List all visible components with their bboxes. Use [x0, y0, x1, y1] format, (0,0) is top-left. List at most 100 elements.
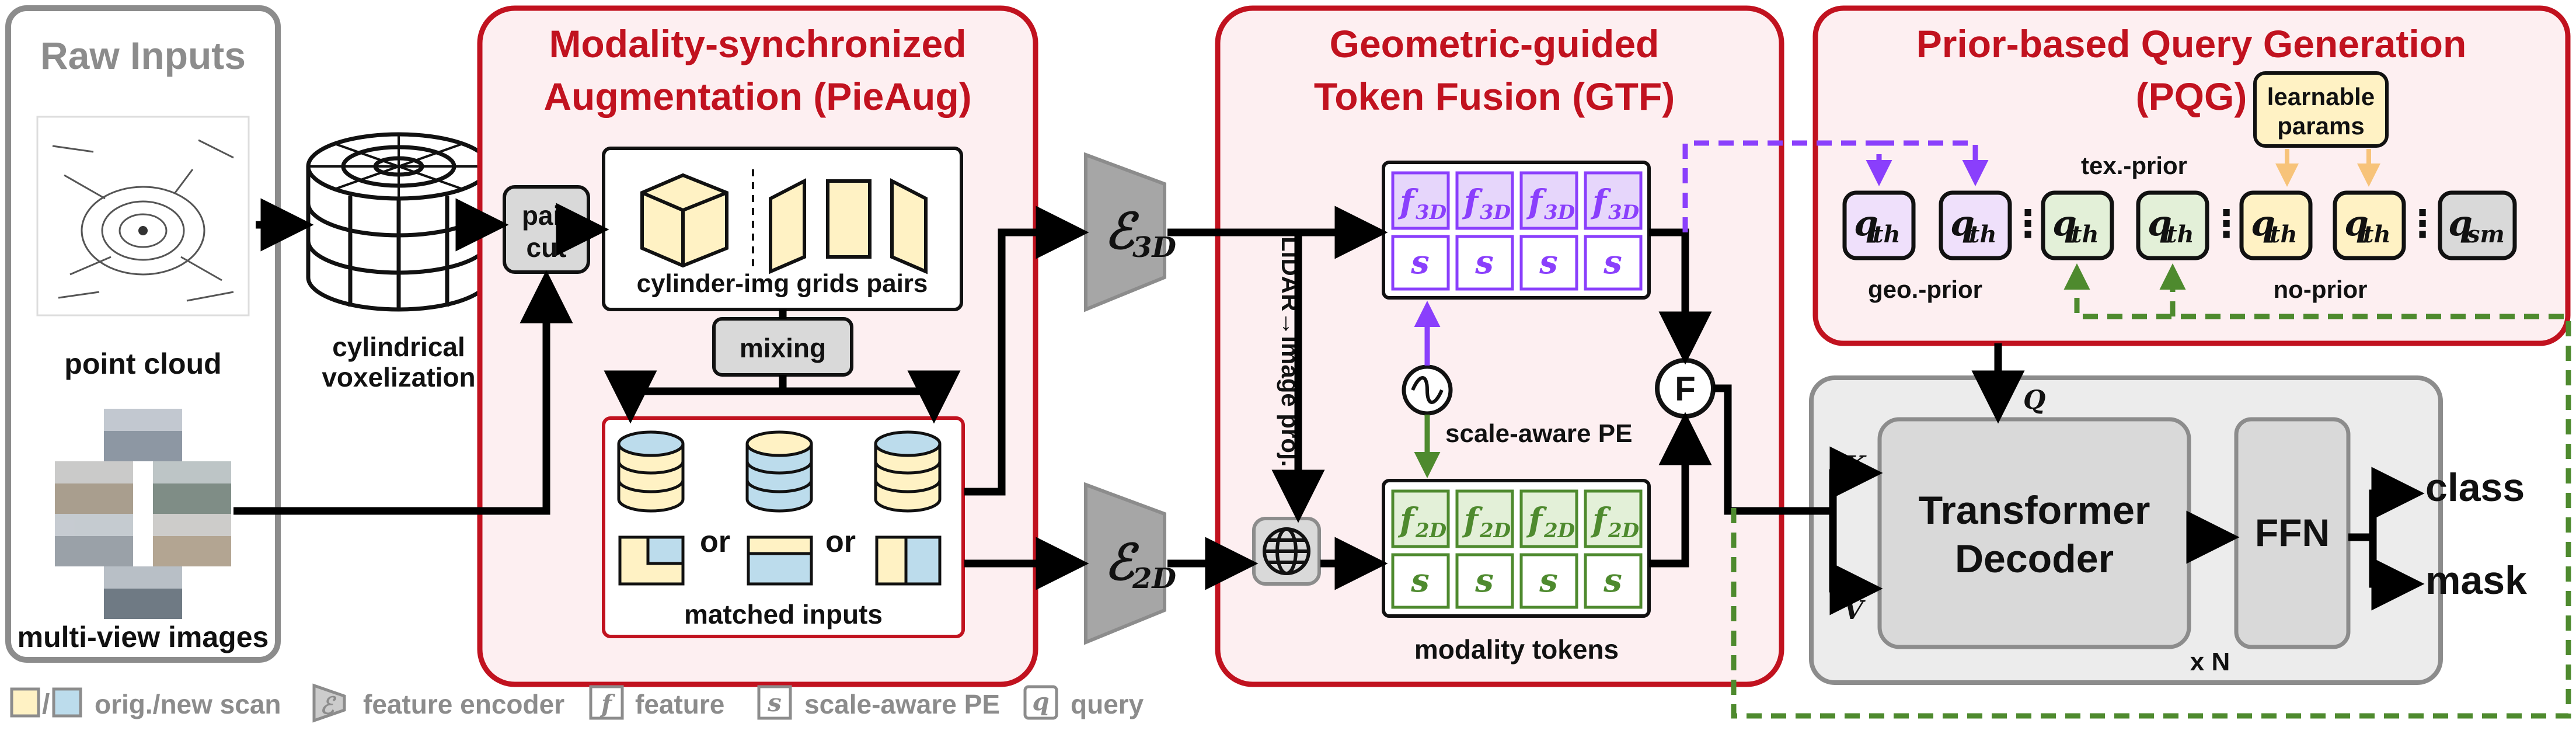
f2d-token-2-sub: 2D — [1479, 519, 1511, 542]
pqg-title-line2: (PQG) — [2136, 75, 2247, 118]
image-grid-pairs-icon — [769, 178, 928, 274]
pqg-panel: Prior-based Query Generation (PQG) learn… — [1812, 5, 2571, 346]
s-token-2d-3: s — [1539, 561, 1558, 600]
query-sm: q — [2448, 203, 2473, 244]
arrow-to-mask — [2369, 537, 2425, 611]
arrow-to-encoder-3d — [964, 206, 1089, 496]
gtf-panel: Geometric-guided Token Fusion (GTF) f 3D… — [1215, 5, 1784, 687]
point-cloud-image — [36, 116, 250, 316]
matched-option-2 — [745, 430, 813, 586]
geo-prior-dashed-link-2 — [1879, 140, 1989, 186]
cylindrical-voxel-icon — [306, 132, 492, 312]
query-geo-1-sub: th — [1873, 221, 1901, 248]
encoder-2d-symbol: ℰ — [1104, 533, 1139, 591]
mask-output-label: mask — [2425, 558, 2527, 603]
q-input-label: Q — [2023, 385, 2045, 415]
query-no-1: q — [2251, 203, 2275, 244]
query-tex-1-sub: th — [2071, 221, 2099, 248]
no-prior-queries: q th q th — [2239, 190, 2406, 260]
arrow-fusion-to-k — [1713, 384, 1883, 515]
dots-1: ⋮ — [2009, 203, 2047, 245]
encoder-2d-subscript: 2D — [1132, 562, 1176, 595]
tex-prior-label: tex.-prior — [2081, 152, 2187, 179]
f3d-token-4-sub: 3D — [1608, 201, 1640, 224]
geo-prior-queries: q th q th — [1842, 190, 2012, 260]
legend-pe-symbol: s — [767, 688, 782, 717]
arrow-to-class — [2348, 467, 2425, 541]
raw-inputs-title: Raw Inputs — [40, 34, 246, 77]
s-tokens-3d: s s s s — [1391, 235, 1643, 291]
f2d-token-1-sub: 2D — [1415, 519, 1447, 542]
query-no-1-sub: th — [2270, 221, 2298, 248]
grid-pairs-label: cylinder-img grids pairs — [637, 269, 928, 298]
transformer-decoder-box — [1877, 417, 2191, 649]
s-token-3d-3: s — [1539, 243, 1558, 281]
pair-cut-label-line1: pair — [522, 200, 571, 231]
tex-prior-queries: q th q th — [2041, 190, 2209, 260]
pieaug-title-line2: Augmentation (PieAug) — [543, 75, 971, 118]
dots-3: ⋮ — [2404, 203, 2441, 245]
encoder-2d: ℰ 2D — [1084, 482, 1176, 645]
class-output-label: class — [2425, 465, 2525, 510]
voxelization-label: voxelization — [322, 362, 475, 392]
legend-encoder-symbol: ℰ — [320, 692, 337, 719]
legend-orig-scan-swatch — [10, 687, 40, 718]
repeat-label: x N — [2190, 648, 2230, 676]
legend-pe-box — [757, 685, 792, 720]
mixing-label: mixing — [740, 333, 826, 363]
modality-tokens-label: modality tokens — [1414, 634, 1619, 665]
query-tex-1: q — [2052, 203, 2077, 244]
gtf-title-line1: Geometric-guided — [1330, 22, 1660, 65]
s-token-3d-1: s — [1410, 243, 1430, 281]
legend-feature-label: feature — [635, 689, 724, 719]
s-token-3d-2: s — [1475, 243, 1494, 281]
query-geo-1: q — [1854, 203, 1878, 244]
arrow-images-to-paircut — [233, 270, 573, 515]
query-no-2: q — [2344, 203, 2369, 244]
encoder-3d-subscript: 3D — [1132, 231, 1176, 264]
query-tex-2: q — [2148, 203, 2172, 244]
legend-encoder-label: feature encoder — [363, 689, 564, 719]
f3d-tokens: f 3D f 3D f 3D f 3D — [1391, 171, 1643, 230]
pieaug-title-line1: Modality-synchronized — [549, 22, 966, 65]
gtf-title-line2: Token Fusion (GTF) — [1314, 75, 1675, 118]
mixing-branch — [630, 375, 934, 395]
or-label-1: or — [700, 525, 730, 559]
arrow-2d-to-fusion — [1649, 412, 1712, 568]
learnable-label-line1: learnable — [2267, 83, 2375, 110]
legend: / orig./new scan ℰ feature encoder f fea… — [10, 683, 1144, 723]
point-cloud-label: point cloud — [64, 347, 221, 380]
matched-inputs-box — [602, 416, 965, 638]
f2d-token-4-sub: 2D — [1608, 519, 1640, 542]
cylindrical-label: cylindrical — [332, 332, 465, 362]
learnable-params-box — [2253, 71, 2389, 148]
stuff-query: q sm — [2438, 190, 2517, 260]
multi-view-images — [55, 409, 231, 619]
legend-query-box — [1023, 685, 1058, 720]
matched-option-1 — [617, 430, 685, 586]
legend-encoder-shape — [312, 683, 346, 723]
transformer-label-line2: Decoder — [1955, 537, 2114, 581]
f3d-token-2-sub: 3D — [1480, 201, 1511, 224]
s-token-3d-4: s — [1603, 243, 1622, 281]
raw-inputs-panel: Raw Inputs point cloud — [5, 5, 281, 663]
tex-prior-dashed-link — [1731, 263, 2571, 719]
s-tokens-2d: s s s s — [1391, 553, 1643, 609]
query-geo-2-sub: th — [1969, 221, 1997, 248]
arrow-fusion-to-v — [1829, 511, 1883, 615]
fusion-symbol: F — [1675, 370, 1695, 408]
decoder-panel: Transformer Decoder FFN x N Q K V — [1809, 375, 2443, 685]
ffn-label: FFN — [2255, 511, 2330, 554]
f3d-token-1-sub: 3D — [1416, 201, 1447, 224]
s-token-2d-1: s — [1410, 561, 1430, 600]
query-tex-2-sub: th — [2166, 221, 2194, 248]
raw-inputs-frame — [5, 5, 281, 663]
multi-view-images-label: multi-view images — [18, 621, 269, 653]
legend-scan-label: orig./new scan — [95, 689, 281, 719]
globe-icon — [1263, 527, 1310, 575]
pair-cut-label-line2: cut — [527, 232, 567, 263]
legend-query-symbol: q — [1032, 687, 1049, 716]
geo-prior-dashed-link — [1682, 140, 1892, 232]
s-token-2d-4: s — [1603, 561, 1622, 600]
